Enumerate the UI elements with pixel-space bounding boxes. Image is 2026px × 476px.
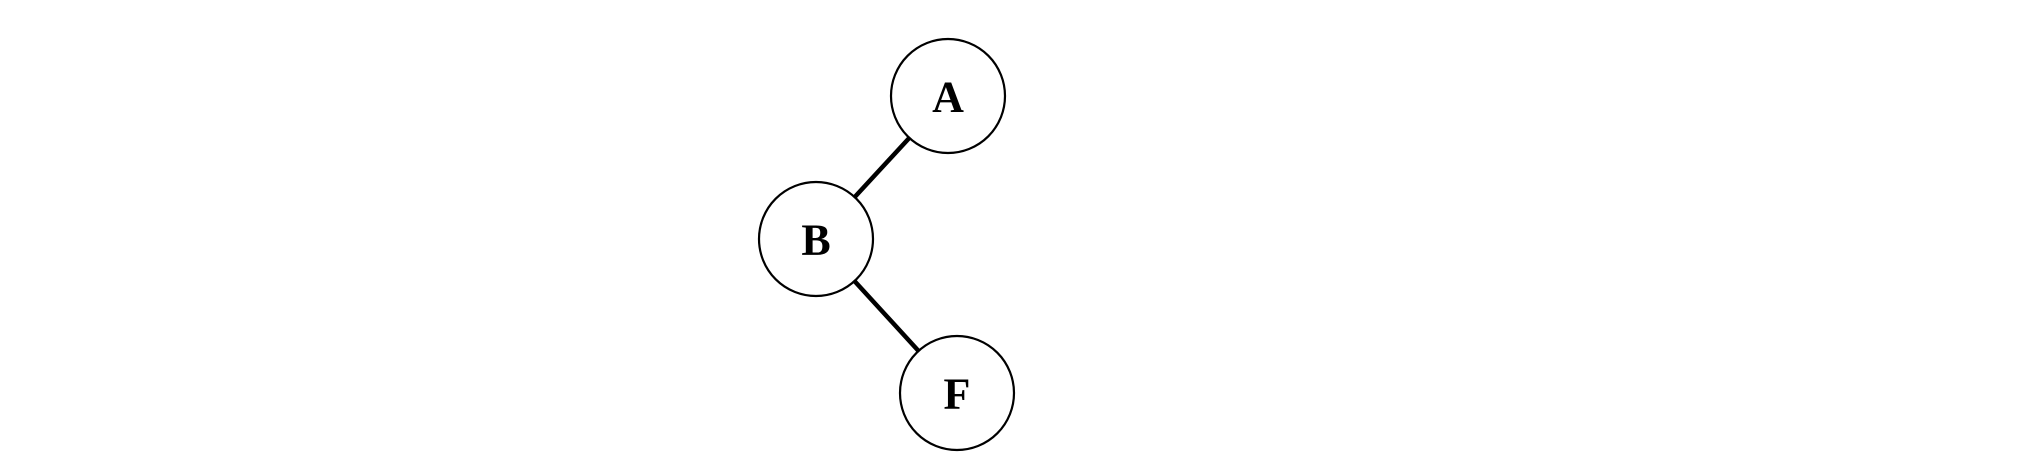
node-A: A <box>889 37 1007 155</box>
node-label-A: A <box>932 72 964 121</box>
node-F: F <box>898 334 1016 452</box>
node-label-B: B <box>801 215 830 264</box>
node-circle-F <box>898 334 1016 452</box>
node-label-F: F <box>944 369 971 418</box>
node-circle-B <box>757 180 875 298</box>
node-circle-A <box>889 37 1007 155</box>
node-B: B <box>757 180 875 298</box>
